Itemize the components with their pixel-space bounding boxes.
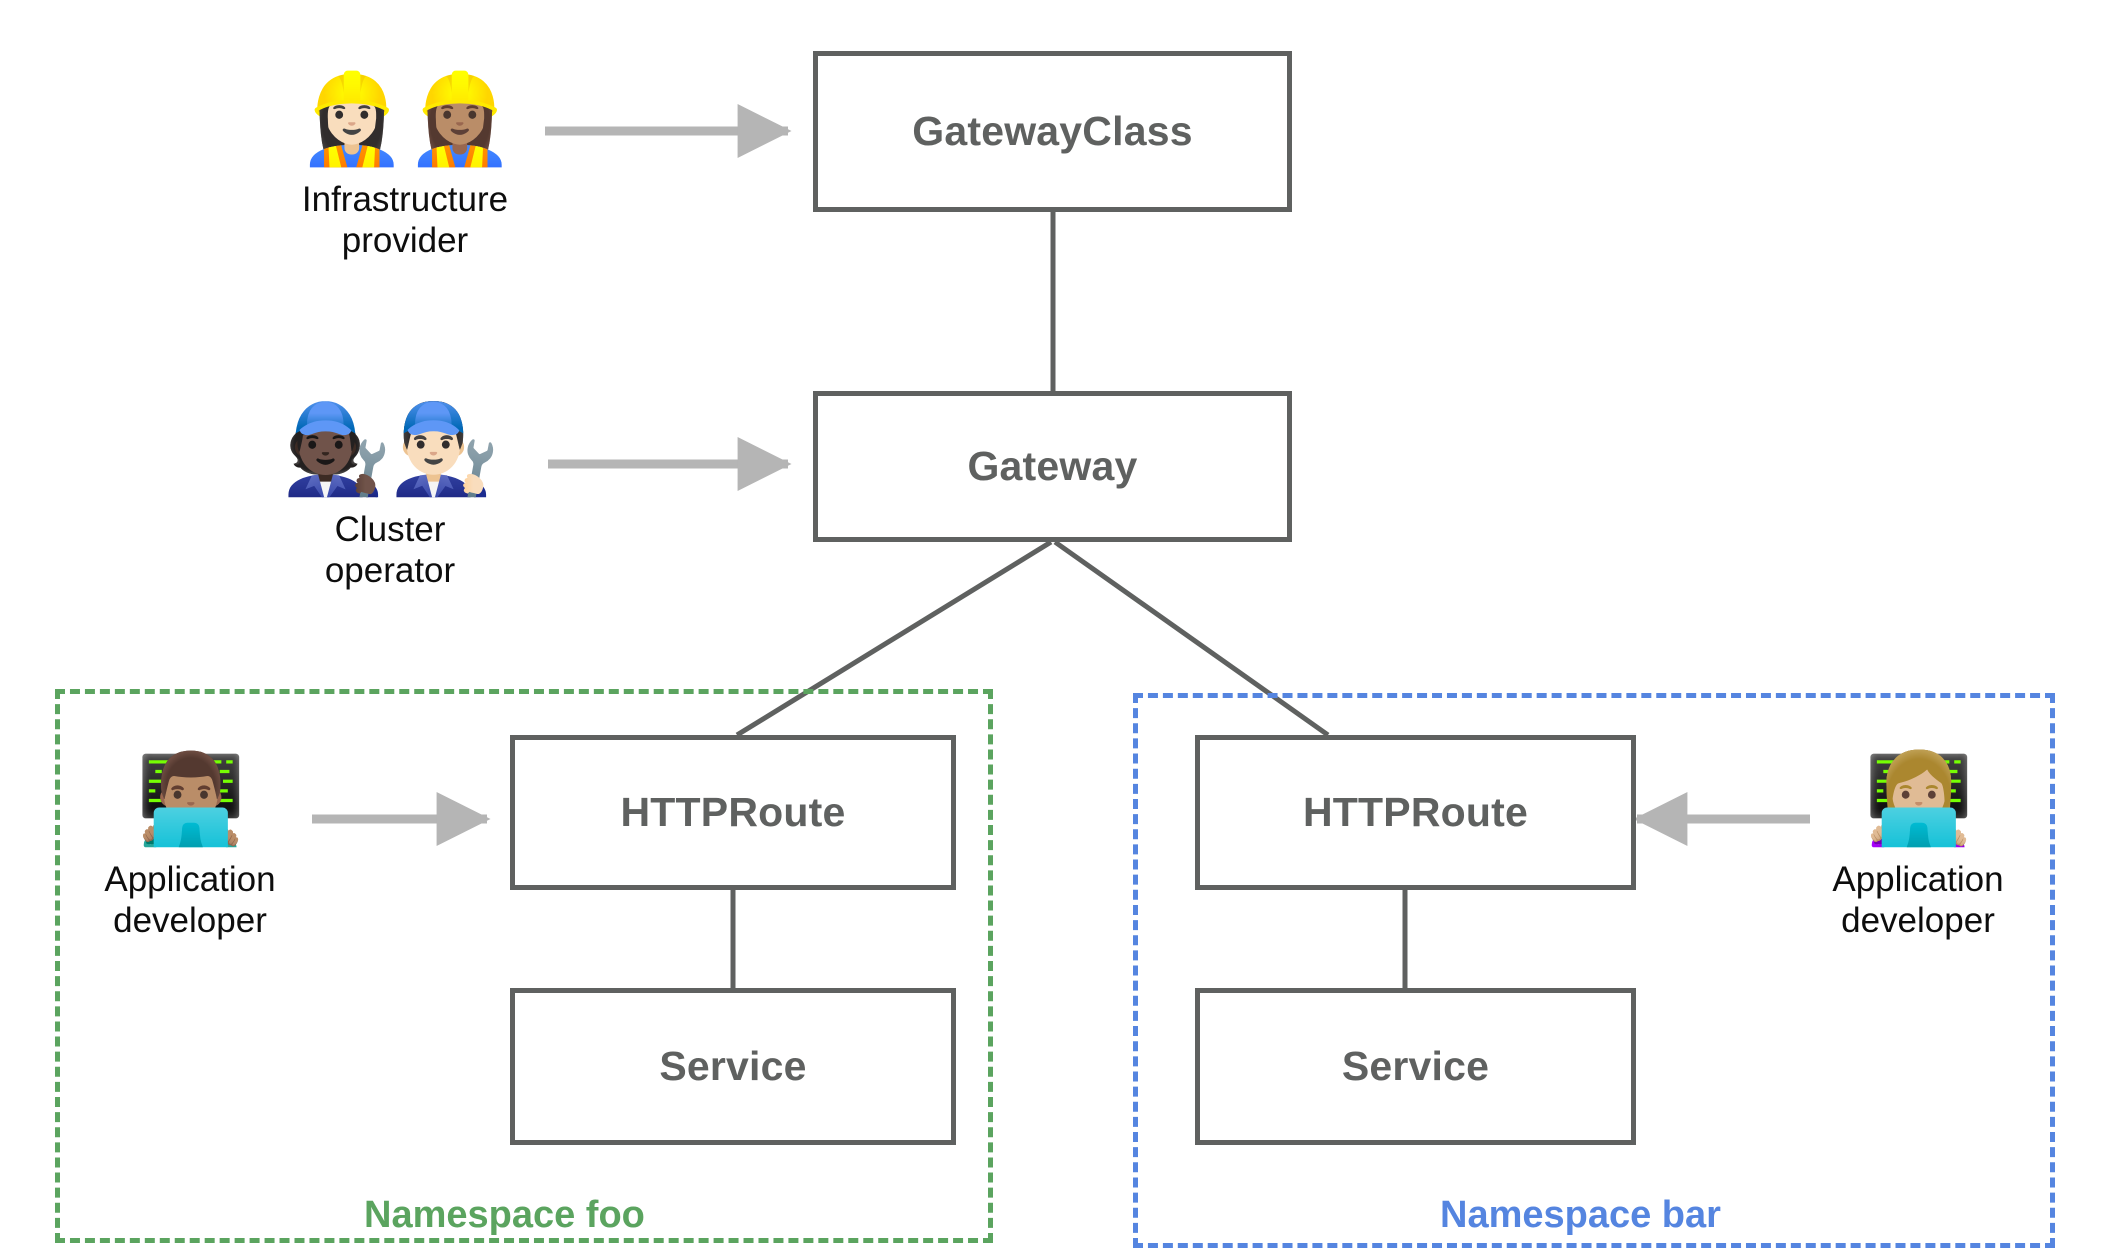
- persona-infrastructure-provider-label: Infrastructure provider: [301, 180, 509, 261]
- node-httproute-foo[interactable]: HTTPRoute: [510, 735, 956, 890]
- node-httproute-foo-label: HTTPRoute: [620, 789, 846, 835]
- persona-infrastructure-provider: 👷🏻‍♀️👷🏽‍♀️ Infrastructure provider: [270, 65, 540, 262]
- node-gatewayclass[interactable]: GatewayClass: [813, 51, 1292, 212]
- namespace-bar-label: Namespace bar: [1440, 1194, 1721, 1236]
- namespace-foo-label: Namespace foo: [364, 1194, 645, 1236]
- namespace-bar-container: [1133, 693, 2055, 1248]
- node-gatewayclass-label: GatewayClass: [912, 108, 1193, 154]
- woman-technologist-icon: 👩🏼‍💻: [1864, 747, 1974, 850]
- man-technologist-icon: 👨🏽‍💻: [136, 747, 246, 850]
- persona-application-developer-foo-label: Application developer: [104, 860, 276, 941]
- persona-application-developer-foo: 👨🏽‍💻 Application developer: [90, 745, 290, 942]
- node-httproute-bar[interactable]: HTTPRoute: [1195, 735, 1636, 890]
- persona-cluster-operator-label: Cluster operator: [324, 510, 456, 591]
- persona-cluster-operator: 🧑🏿‍🔧👨🏻‍🔧 Cluster operator: [255, 395, 525, 592]
- node-service-bar-label: Service: [1341, 1043, 1490, 1089]
- persona-application-developer-bar-label: Application developer: [1832, 860, 2004, 941]
- node-gateway-label: Gateway: [967, 443, 1138, 489]
- persona-application-developer-bar: 👩🏼‍💻 Application developer: [1818, 745, 2018, 942]
- mechanic-icon: 🧑🏿‍🔧👨🏻‍🔧: [282, 397, 499, 500]
- node-service-foo[interactable]: Service: [510, 988, 956, 1145]
- node-gateway[interactable]: Gateway: [813, 391, 1292, 542]
- node-httproute-bar-label: HTTPRoute: [1303, 789, 1528, 835]
- construction-worker-icon: 👷🏻‍♀️👷🏽‍♀️: [297, 67, 514, 170]
- node-service-foo-label: Service: [659, 1043, 807, 1089]
- namespace-foo-container: [55, 689, 993, 1243]
- node-service-bar[interactable]: Service: [1195, 988, 1636, 1145]
